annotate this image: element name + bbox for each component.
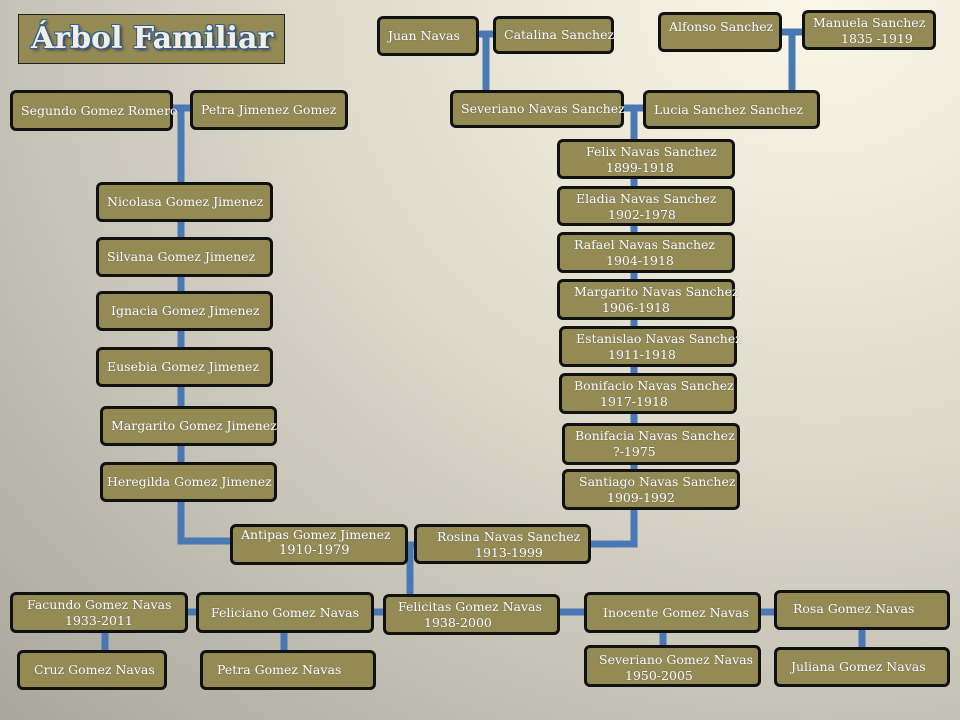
person-bonifacia[interactable]: Bonifacia Navas Sanchez?-1975: [562, 423, 740, 465]
person-years: 1899-1918: [606, 160, 674, 175]
person-name: Cruz Gomez Navas: [34, 662, 155, 677]
person-eusebia[interactable]: Eusebia Gomez Jimenez: [96, 347, 273, 387]
person-severiano-navas-sanchez[interactable]: Severiano Navas Sanchez: [450, 90, 625, 128]
person-name: Estanislao Navas Sanchez: [576, 331, 742, 346]
person-years: 1910-1979: [279, 543, 350, 558]
person-name: Petra Jimenez Gomez: [201, 102, 337, 117]
person-years: 1950-2005: [625, 668, 693, 683]
person-lucia-sanchez-sanchez[interactable]: Lucia Sanchez Sanchez: [643, 90, 820, 129]
person-petra-jimenez-gomez[interactable]: Petra Jimenez Gomez: [190, 90, 348, 130]
person-cruz[interactable]: Cruz Gomez Navas: [17, 650, 167, 690]
person-years: 1933-2011: [65, 613, 133, 628]
person-name: Catalina Sanchez: [504, 27, 615, 42]
person-name: Segundo Gomez Romero: [21, 102, 178, 118]
person-name: Bonifacia Navas Sanchez: [575, 428, 735, 443]
person-name: Felicitas Gomez Navas: [398, 599, 542, 614]
person-juliana[interactable]: Juliana Gomez Navas: [774, 647, 950, 687]
person-years: ?-1975: [613, 444, 656, 459]
person-name: Rosina Navas Sanchez: [437, 529, 581, 544]
person-name: Antipas Gomez Jimenez: [241, 527, 391, 542]
person-name: Margarito Navas Sanchez: [574, 284, 739, 299]
person-name: Nicolasa Gomez Jimenez: [107, 194, 264, 209]
person-name: Santiago Navas Sanchez: [579, 474, 736, 489]
person-margarito-gomez[interactable]: Margarito Gomez Jimenez: [100, 406, 277, 446]
person-name: Inocente Gomez Navas: [603, 604, 749, 620]
person-years: 1913-1999: [475, 545, 543, 560]
person-years: 1835 -1919: [841, 31, 913, 46]
person-silvana[interactable]: Silvana Gomez Jimenez: [96, 237, 273, 277]
person-inocente[interactable]: Inocente Gomez Navas: [584, 592, 761, 633]
person-name: Eladia Navas Sanchez: [576, 191, 717, 206]
person-name: Eusebia Gomez Jimenez: [107, 359, 260, 374]
person-name: Severiano Navas Sanchez: [461, 101, 625, 116]
person-years: 1911-1918: [608, 347, 676, 362]
person-petra-gomez[interactable]: Petra Gomez Navas: [200, 650, 376, 690]
person-heregilda[interactable]: Heregilda Gomez Jimenez: [100, 462, 277, 502]
person-name: Heregilda Gomez Jimenez: [107, 474, 272, 489]
person-name: Manuela Sanchez: [813, 15, 926, 30]
person-name: Juliana Gomez Navas: [791, 659, 926, 674]
person-years: 1902-1978: [608, 207, 676, 222]
person-name: Ignacia Gomez Jimenez: [111, 303, 260, 318]
person-ignacia[interactable]: Ignacia Gomez Jimenez: [96, 291, 273, 331]
person-name: Rosa Gomez Navas: [793, 601, 915, 616]
person-years: 1906-1918: [602, 300, 670, 315]
person-catalina-sanchez[interactable]: Catalina Sanchez: [493, 16, 614, 54]
person-name: Feliciano Gomez Navas: [211, 604, 360, 620]
person-years: 1904-1918: [606, 253, 674, 268]
page-title: Árbol Familiar: [18, 14, 285, 64]
person-name: Margarito Gomez Jimenez: [111, 418, 277, 433]
person-juan-navas[interactable]: Juan Navas: [377, 16, 479, 56]
person-segundo-gomez-romero[interactable]: Segundo Gomez Romero: [10, 90, 178, 131]
person-alfonso-sanchez[interactable]: Alfonso Sanchez: [658, 12, 782, 52]
person-name: Petra Gomez Navas: [217, 662, 342, 677]
person-name: Silvana Gomez Jimenez: [107, 249, 256, 264]
person-nicolasa[interactable]: Nicolasa Gomez Jimenez: [96, 182, 273, 222]
person-name: Juan Navas: [388, 28, 460, 43]
person-rosa[interactable]: Rosa Gomez Navas: [774, 590, 950, 630]
person-name: Rafael Navas Sanchez: [574, 237, 715, 252]
person-name: Alfonso Sanchez: [669, 19, 774, 34]
person-years: 1909-1992: [607, 490, 675, 505]
person-name: Lucia Sanchez Sanchez: [654, 101, 803, 117]
person-years: 1938-2000: [424, 615, 492, 630]
person-feliciano[interactable]: Feliciano Gomez Navas: [196, 592, 374, 633]
person-years: 1917-1918: [600, 394, 668, 409]
person-name: Bonifacio Navas Sanchez: [574, 378, 734, 393]
person-name: Facundo Gomez Navas: [27, 597, 172, 612]
person-name: Felix Navas Sanchez: [586, 144, 717, 159]
person-name: Severiano Gomez Navas: [599, 652, 754, 667]
